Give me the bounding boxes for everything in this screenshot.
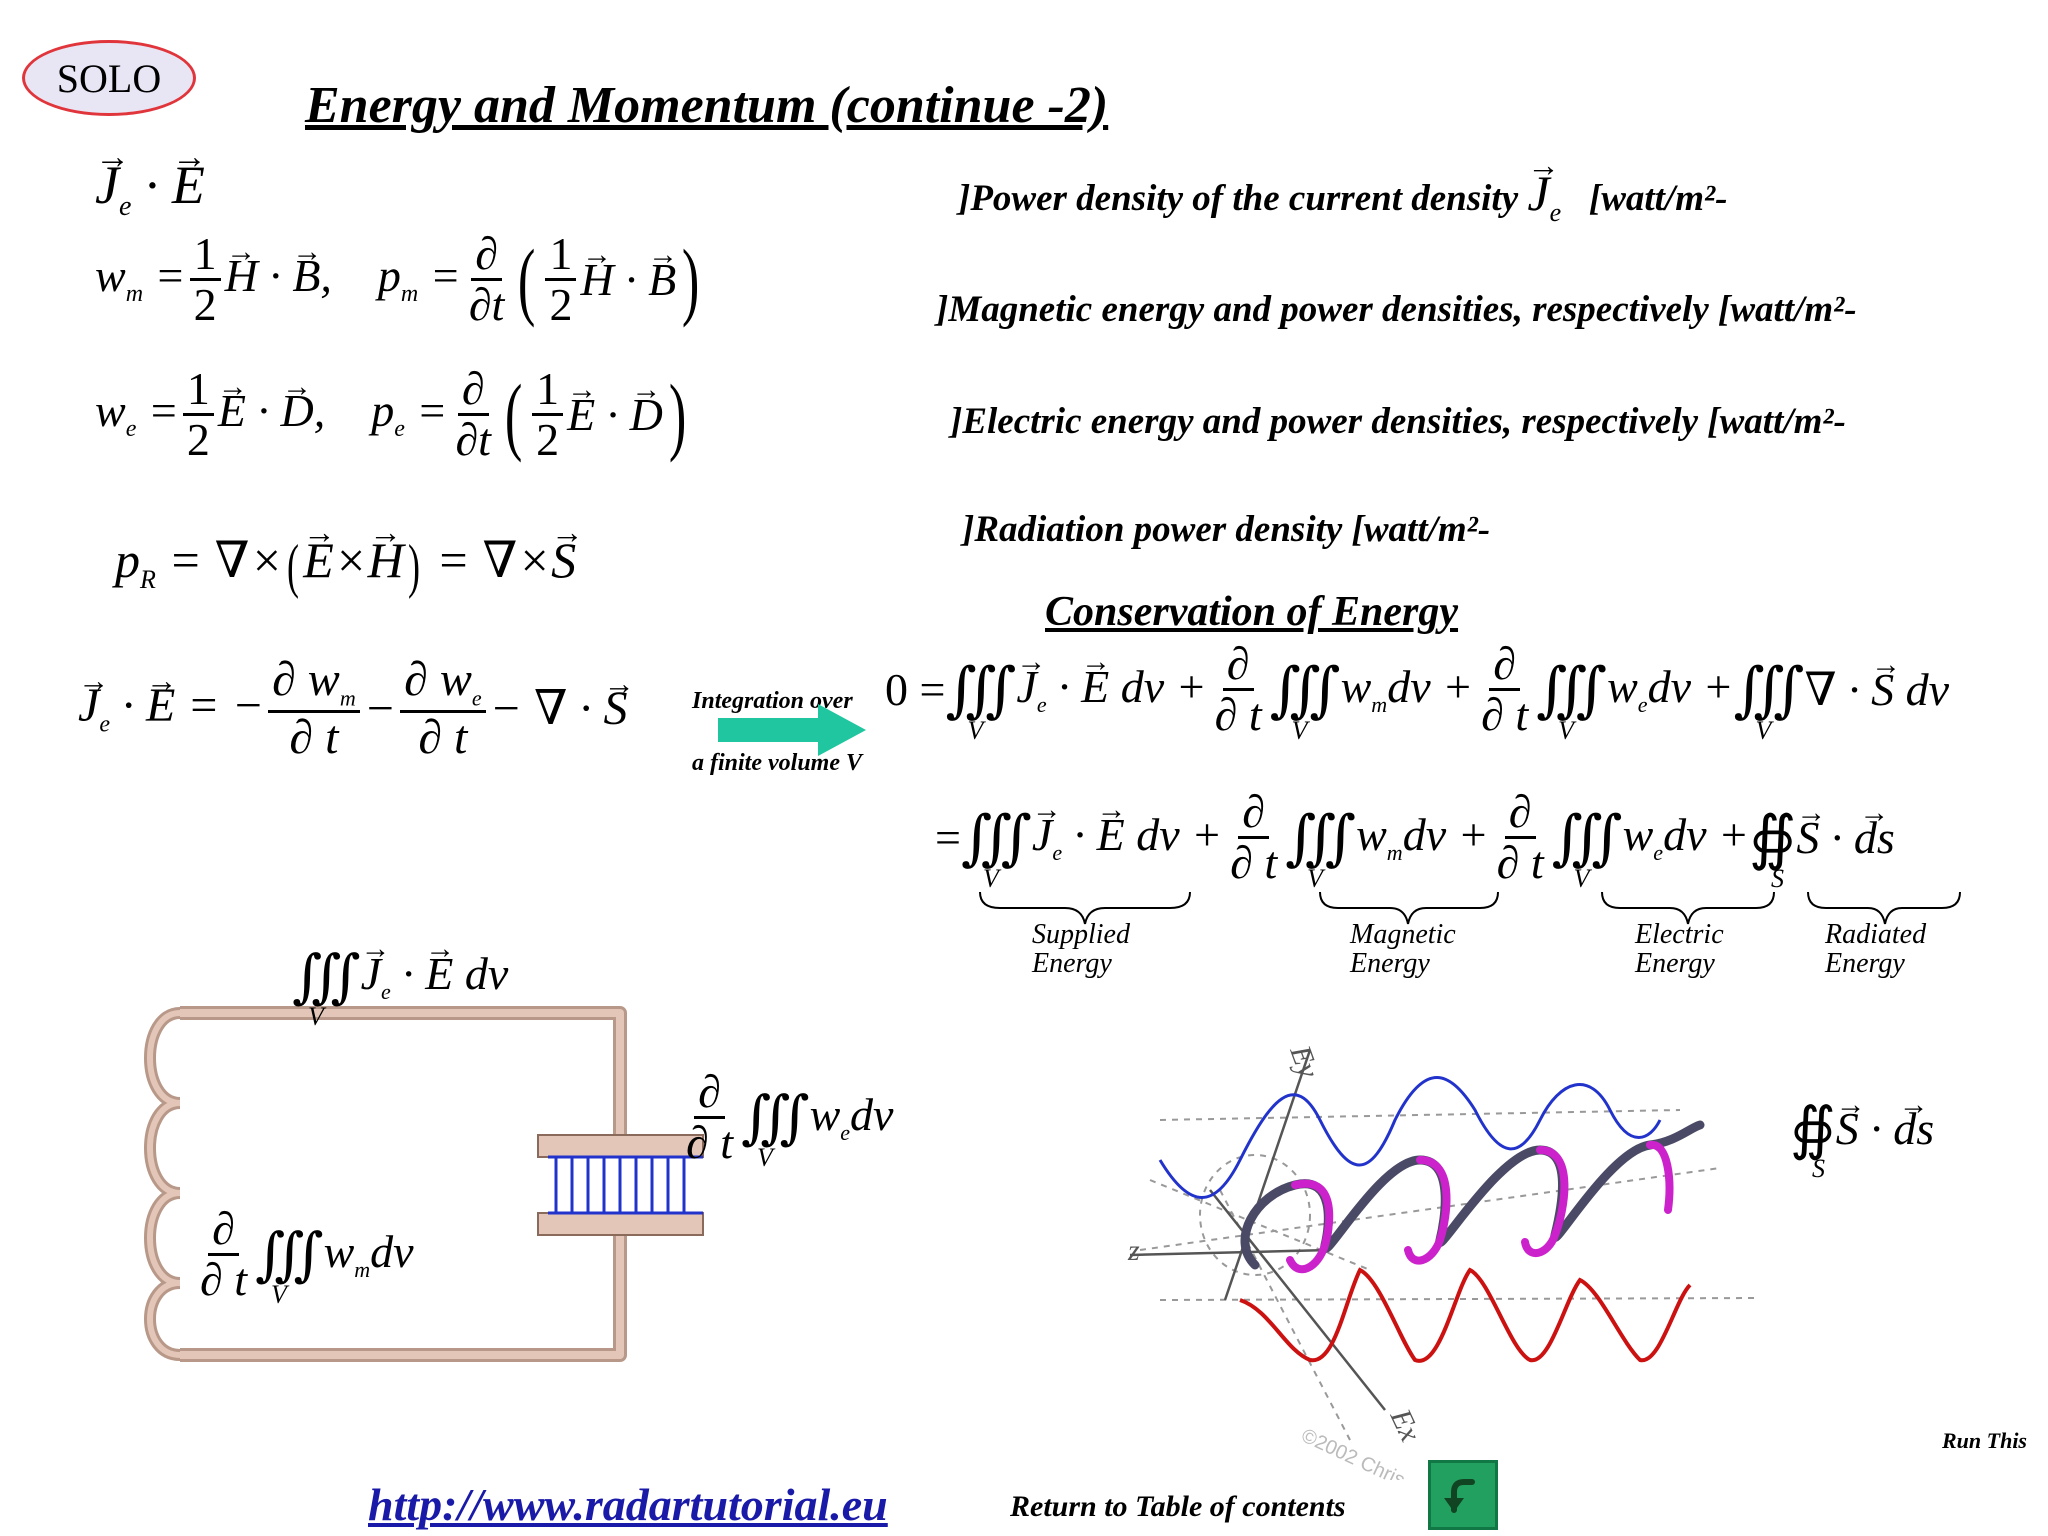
desc-magnetic: ]Magnetic energy and power densities, re… bbox=[936, 289, 1857, 330]
brace-group bbox=[979, 891, 1961, 925]
arrow-label-bottom: a finite volume V bbox=[692, 750, 862, 776]
brace-radiated bbox=[1807, 891, 1961, 925]
brace-electric bbox=[1601, 891, 1775, 925]
axis-ex-label: Ex bbox=[1383, 1403, 1427, 1447]
eq-integral-row2: = ∭V Je · E dv + ∂∂ t ∭V wmdv + ∂∂ t ∭V … bbox=[935, 787, 1895, 891]
radartutorial-link[interactable]: http://www.radartutorial.eu bbox=[368, 1479, 888, 1530]
axis-z-label: z bbox=[1127, 1234, 1140, 1267]
eq-integral-row1: 0 = ∭V Je · E dv + ∂∂ t ∭V wmdv + ∂∂ t ∭… bbox=[885, 639, 1949, 743]
eq-electric-integral: ∂∂ t ∭V wedv bbox=[686, 1066, 894, 1172]
eq-radiation-density: pR = ∇×(E×H) = ∇×S bbox=[115, 517, 576, 595]
eq-magnetic-density: wm = 12 H · B, pm = ∂∂t ( 12 H · B ) bbox=[95, 229, 705, 330]
conservation-heading: Conservation of Energy bbox=[1045, 589, 1459, 635]
brace-magnetic bbox=[1319, 891, 1499, 925]
desc-power-density: ]Power density of the current density Je… bbox=[958, 150, 1727, 226]
solo-badge: SOLO bbox=[22, 40, 196, 116]
return-button[interactable] bbox=[1428, 1460, 1498, 1530]
eq-surface-integral: ∯S S · ds bbox=[1790, 1090, 1934, 1182]
desc-radiation: ]Radiation power density [watt/m²- bbox=[962, 509, 1491, 550]
wave-helix-dark bbox=[1240, 1120, 1705, 1270]
brace-supplied bbox=[979, 891, 1191, 925]
eq-local-conservation: Je · E = − ∂ wm∂ t − ∂ we∂ t − ∇ · S bbox=[78, 654, 628, 763]
eq-j-dot-e: Je · E bbox=[95, 139, 205, 221]
capacitor-bottom-plate bbox=[537, 1212, 704, 1236]
return-arrow-icon bbox=[1444, 1479, 1475, 1513]
wave-red bbox=[1239, 1267, 1692, 1363]
wave-blue bbox=[1158, 1076, 1662, 1199]
lc-circuit-diagram bbox=[144, 1006, 704, 1362]
eq-electric-density: we = 12 E · D, pe = ∂∂t ( 12 E · D ) bbox=[95, 364, 692, 465]
return-to-contents-label[interactable]: Return to Table of contents bbox=[1010, 1490, 1346, 1523]
solo-label: SOLO bbox=[56, 55, 162, 101]
wave-helix-magenta bbox=[1286, 1140, 1674, 1274]
run-this-link[interactable]: Run This bbox=[1942, 1428, 2027, 1453]
page-title: Energy and Momentum (continue -2) bbox=[305, 77, 1109, 134]
em-wave-diagram: z Ey Ex ©2002 Chris bbox=[1127, 1040, 1761, 1480]
axis-ey-label: Ey bbox=[1283, 1040, 1325, 1083]
eq-magnetic-integral: ∂∂ t ∭V wmdv bbox=[200, 1203, 414, 1309]
flow-arrow-icon bbox=[718, 704, 866, 756]
desc-electric: ]Electric energy and power densities, re… bbox=[950, 401, 1846, 442]
eq-supplied-integral: ∭V Je · E dv bbox=[292, 934, 508, 1029]
